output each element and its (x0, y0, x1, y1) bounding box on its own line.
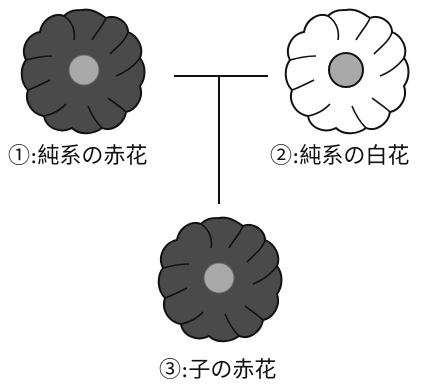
parent-white-label: ②:純系の白花 (270, 144, 410, 169)
red-flower-parent-icon (20, 8, 146, 135)
parent-red-label: ①:純系の赤花 (8, 144, 148, 169)
child-label: ③:子の赤花 (159, 358, 277, 383)
white-flower-parent-icon (284, 8, 410, 135)
red-flower-child-icon (157, 216, 283, 343)
